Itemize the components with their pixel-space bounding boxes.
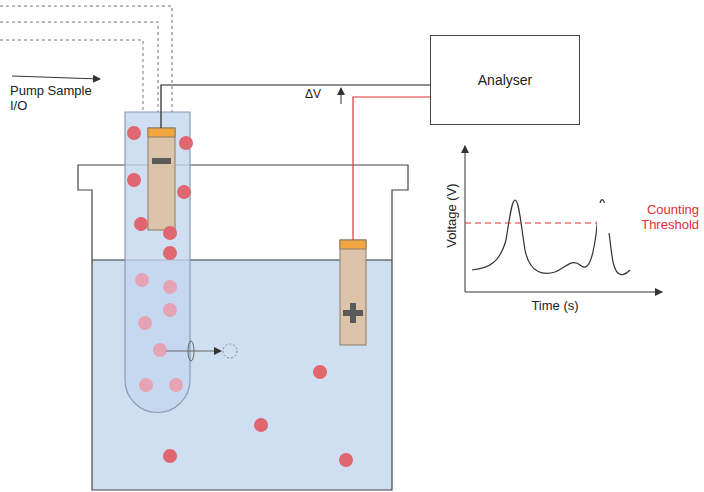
axis-label: Voltage (V) (445, 183, 460, 247)
pump-label: Pump Sample I/O (10, 84, 102, 114)
electrode-cap (148, 128, 175, 137)
sample-tube (125, 112, 190, 413)
axis-label: Time (s) (531, 299, 578, 314)
plus-symbol (343, 303, 363, 323)
positive-wire (353, 97, 430, 240)
particles-in-tube (135, 273, 183, 392)
minus-symbol (152, 158, 171, 164)
flow-arrow (166, 351, 221, 352)
voltage-label: ΔV (305, 88, 321, 102)
electrode-cap (340, 240, 366, 249)
positive-electrode (340, 240, 366, 345)
analyser-box: Analyser (430, 35, 580, 125)
passing-particle (223, 344, 237, 358)
voltage-arrow (341, 88, 342, 104)
negative-wire (161, 85, 430, 128)
box-label: Analyser (478, 72, 532, 88)
negative-electrode (148, 128, 175, 230)
threshold-label: Counting Threshold (597, 203, 701, 233)
particles (127, 126, 353, 467)
pump-arrow (12, 76, 100, 79)
y-axis (465, 146, 466, 292)
x-axis (465, 292, 662, 293)
